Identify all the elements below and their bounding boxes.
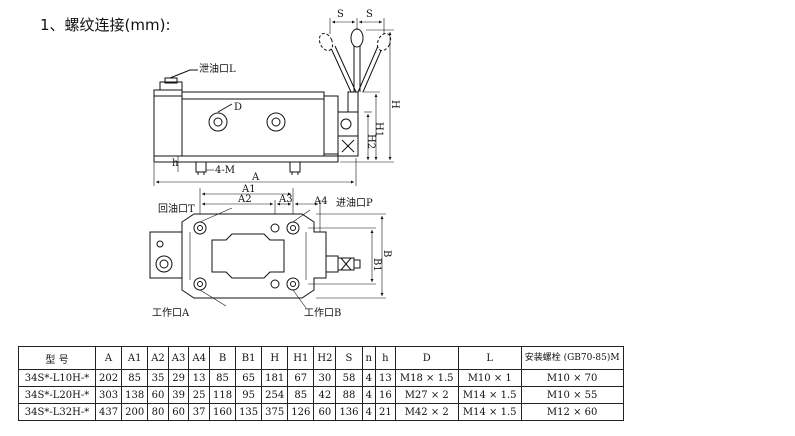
table-cell: M14 × 1.5 — [457, 403, 522, 421]
table-cell: M10 × 55 — [520, 386, 624, 404]
bottom-view — [149, 188, 386, 309]
header-cell: A2 — [147, 346, 169, 370]
specification-table: 型 号 A A1 A2 A3 A4 B B1 H H1 H2 S n h D L… — [18, 346, 624, 421]
table-cell: 88 — [335, 386, 363, 404]
table-cell: 25 — [188, 386, 210, 404]
table-cell: 85 — [121, 369, 149, 387]
dim-h-small-label: h — [172, 158, 179, 169]
table-cell: 30 — [313, 369, 337, 387]
table-cell: 85 — [208, 369, 237, 387]
table-cell: 67 — [287, 369, 315, 387]
table-cell: 13 — [374, 369, 396, 387]
table-cell: M27 × 2 — [394, 386, 459, 404]
work-port-a-label: 工作口A — [152, 307, 190, 319]
table-cell: 303 — [94, 386, 123, 404]
header-cell: B1 — [235, 346, 263, 370]
dim-h1-label: H1 — [373, 122, 384, 137]
table-cell: 29 — [167, 369, 190, 387]
front-view — [153, 18, 394, 186]
table-cell: 58 — [335, 369, 363, 387]
table-cell: 202 — [94, 369, 123, 387]
work-port-b-label: 工作口B — [304, 307, 341, 319]
technical-drawing: 泄油口L D S S H H1 H2 A 4-M h — [149, 9, 400, 319]
inlet-port-label: 进油口P — [336, 196, 373, 209]
table-cell: 135 — [235, 403, 263, 421]
dim-a1-label: A1 — [241, 184, 256, 195]
dim-b1-label: B1 — [371, 258, 382, 272]
table-cell: 254 — [261, 386, 289, 404]
header-cell: 型 号 — [18, 346, 96, 370]
table-cell: 437 — [94, 403, 123, 421]
table-cell: 34S*-L32H-* — [18, 403, 96, 421]
header-cell: L — [457, 346, 522, 370]
table-cell: 4 — [361, 386, 377, 404]
header-cell: A4 — [188, 346, 210, 370]
table-cell: 200 — [121, 403, 149, 421]
table-cell: 34S*-L20H-* — [18, 386, 96, 404]
header-cell: B — [208, 346, 237, 370]
table-cell: 4 — [361, 369, 377, 387]
dim-a4-label: A4 — [313, 196, 328, 207]
table-cell: M14 × 1.5 — [457, 386, 522, 404]
table-cell: 60 — [313, 403, 337, 421]
bottom-view-labels: A1 A2 A3 A4 回油口T 进油口P 工作口A 工作口B B B1 — [152, 184, 392, 319]
header-cell: H2 — [313, 346, 337, 370]
table-cell: 80 — [147, 403, 169, 421]
header-cell: A — [94, 346, 123, 370]
table-cell: 37 — [188, 403, 210, 421]
header-cell: A1 — [121, 346, 149, 370]
dim-b-label: B — [381, 250, 392, 257]
table-cell: 60 — [167, 403, 190, 421]
table-cell: 181 — [261, 369, 289, 387]
header-cell: A3 — [167, 346, 190, 370]
table-cell: 21 — [374, 403, 396, 421]
table-cell: M12 × 60 — [520, 403, 624, 421]
dim-h2-label: H2 — [365, 134, 376, 149]
header-cell: H1 — [287, 346, 315, 370]
table-cell: 42 — [313, 386, 337, 404]
table-cell: M42 × 2 — [394, 403, 459, 421]
table-cell: 13 — [188, 369, 210, 387]
header-cell: 安装螺栓 (GB70-85)M — [520, 346, 624, 370]
table-cell: 60 — [147, 386, 169, 404]
dim-d-label: D — [234, 102, 242, 113]
table-cell: 160 — [208, 403, 237, 421]
header-cell: h — [374, 346, 396, 370]
dim-s-left-label: S — [337, 9, 344, 20]
header-cell: H — [261, 346, 289, 370]
table-cell: 85 — [287, 386, 315, 404]
table-cell: 4 — [361, 403, 377, 421]
header-cell: D — [394, 346, 459, 370]
dim-4m-label: 4-M — [215, 165, 235, 176]
table-cell: 16 — [374, 386, 396, 404]
table-cell: 34S*-L10H-* — [18, 369, 96, 387]
table-header-row: 型 号 A A1 A2 A3 A4 B B1 H H1 H2 S n h D L… — [18, 346, 624, 370]
table-cell: 65 — [235, 369, 263, 387]
table-cell: 35 — [147, 369, 169, 387]
dim-a-label: A — [251, 172, 260, 183]
dim-s-right-label: S — [366, 9, 373, 20]
table-cell: 375 — [261, 403, 289, 421]
dim-a2-label: A2 — [237, 194, 252, 205]
table-cell: M10 × 70 — [520, 369, 624, 387]
dim-h-label: H — [389, 100, 400, 109]
table-cell: M10 × 1 — [457, 369, 522, 387]
table-cell: 95 — [235, 386, 263, 404]
table-cell: 118 — [208, 386, 237, 404]
table-cell: 138 — [121, 386, 149, 404]
dim-a3-label: A3 — [278, 194, 293, 205]
header-cell: S — [335, 346, 363, 370]
drain-port-label: 泄油口L — [199, 62, 236, 75]
table-cell: 126 — [287, 403, 315, 421]
table-cell: 39 — [167, 386, 190, 404]
section-heading: 1、螺纹连接(mm): — [40, 16, 171, 34]
table-cell: 136 — [335, 403, 363, 421]
header-cell: n — [361, 346, 377, 370]
front-view-labels: 泄油口L D S S H H1 H2 A 4-M h — [172, 9, 400, 183]
return-port-label: 回油口T — [158, 202, 195, 215]
table-cell: M18 × 1.5 — [394, 369, 459, 387]
